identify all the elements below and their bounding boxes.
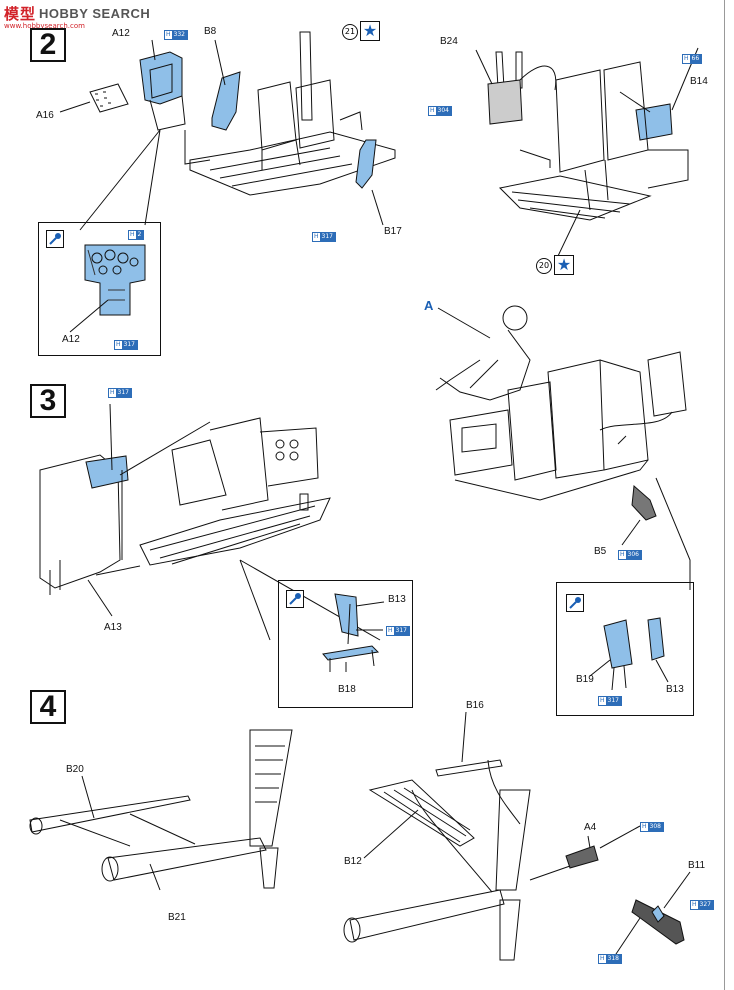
step3-assembly [39, 403, 381, 641]
part-label-b14: B14 [690, 76, 708, 87]
part-label-b16: B16 [466, 700, 484, 711]
step4-assembly [29, 711, 691, 961]
part-label-b24: B24 [440, 36, 458, 47]
watermark-url: www.hobbysearch.com [4, 22, 85, 30]
b19-b13-paint-inset [556, 582, 694, 716]
part-label-b12: B12 [344, 856, 362, 867]
part-label-b17: B17 [384, 226, 402, 237]
star-icon: ★ [360, 21, 380, 41]
a12-inset-art [69, 244, 146, 333]
figure-label-a: A [424, 298, 434, 313]
part-label-b20: B20 [66, 764, 84, 775]
part-label-a16: A16 [36, 110, 54, 121]
callout-20: 20 [536, 258, 552, 274]
part-label-a4: A4 [584, 822, 597, 833]
watermark: 模型 HOBBY SEARCH www.hobbysearch.com [4, 2, 151, 31]
step-4-badge: 4 [30, 690, 66, 724]
part-label-b11: B11 [688, 860, 706, 871]
part-label-a12-inset: A12 [62, 334, 80, 345]
part-label-b13-inset: B13 [666, 684, 684, 695]
callout-21: 21 [342, 24, 358, 40]
star-icon: ★ [554, 255, 574, 275]
part-label-b5: B5 [594, 546, 607, 557]
watermark-en: HOBBY SEARCH [39, 5, 151, 21]
b13-b18-inset-art [322, 593, 385, 672]
b19-b13-inset-art [589, 617, 669, 691]
part-label-b18: B18 [338, 684, 356, 695]
paint-brush-icon [46, 230, 64, 248]
part-label-b8: B8 [204, 26, 217, 37]
part-label-b19: B19 [576, 674, 594, 685]
page-edge-line [724, 0, 725, 990]
step-2-badge: 2 [30, 28, 66, 62]
paint-brush-icon [566, 594, 584, 612]
step2-left-assembly [59, 31, 396, 231]
step2-right-assembly [475, 47, 699, 257]
watermark-cn: 模型 [4, 4, 37, 23]
pilot-cockpit-assembly [435, 305, 691, 590]
paint-brush-icon [286, 590, 304, 608]
part-label-b21: B21 [168, 912, 186, 923]
b13-b18-paint-inset [278, 580, 413, 708]
part-label-a13: A13 [104, 622, 122, 633]
part-label-a12: A12 [112, 28, 130, 39]
step-3-badge: 3 [30, 384, 66, 418]
a12-paint-inset [38, 222, 161, 356]
part-label-b13: B13 [388, 594, 406, 605]
